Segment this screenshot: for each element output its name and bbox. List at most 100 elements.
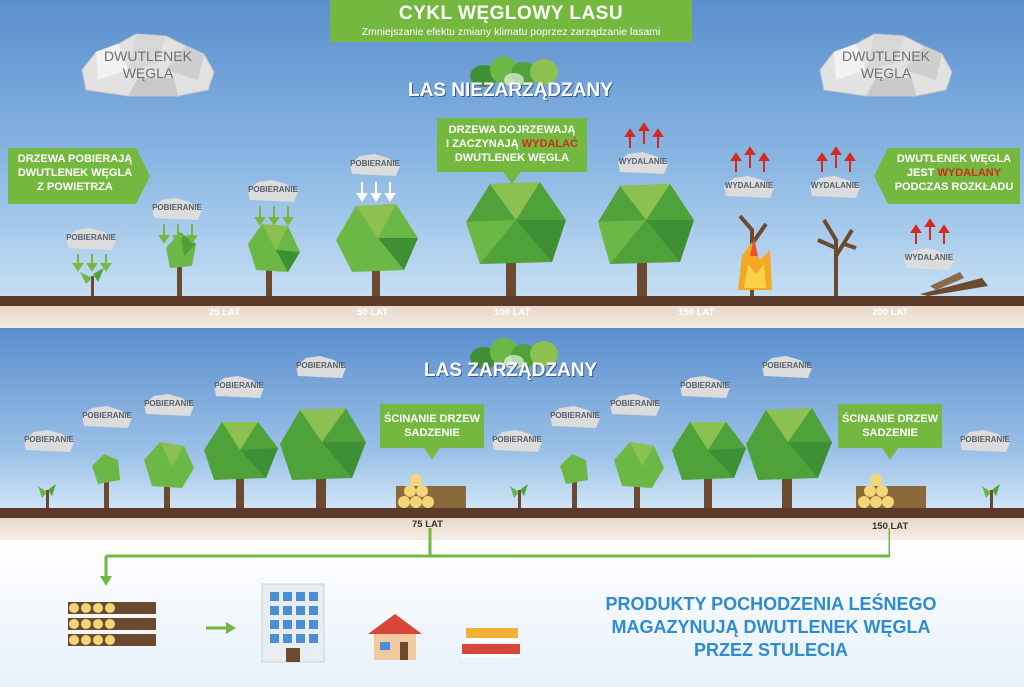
- cloud-left-line-1: DWUTLENEK: [104, 48, 192, 64]
- log-pile-icon: [856, 474, 926, 508]
- title-banner: CYKL WĘGLOWY LASU Zmniejszanie efektu zm…: [330, 0, 692, 42]
- cloud-icon: [24, 430, 74, 452]
- managed-forest-title: LAS ZARZĄDZANY: [424, 360, 598, 381]
- growing-tree-icon: [672, 422, 746, 508]
- managed-intake-cloud-8: POBIERANIE: [608, 392, 662, 423]
- harvest-info-text-1: ŚCINANIE DRZEW SADZENIE: [384, 413, 480, 439]
- sapling-icon: [510, 484, 528, 508]
- harvest-arrow-box-2: [838, 404, 942, 460]
- info-arrow-box-center: [437, 118, 587, 184]
- dead-tree-icon: [817, 218, 857, 296]
- forest-cluster-icon: [470, 56, 558, 87]
- release-cloud-4: WYDALANIE: [902, 246, 956, 277]
- year-label-150: 150 LAT: [678, 307, 715, 318]
- year-label-100: 100 LAT: [494, 307, 531, 318]
- products-connector: [100, 528, 890, 586]
- year-label-200: 200 LAT: [872, 307, 909, 318]
- forest-cluster-icon: [470, 338, 558, 369]
- cloud-icon: [610, 394, 660, 416]
- mature-tree-icon: [280, 408, 366, 508]
- page-title: CYKL WĘGLOWY LASU: [398, 3, 624, 24]
- cloud-icon: [248, 180, 298, 202]
- products-statement: PRODUKTY POCHODZENIA LEŚNEGO MAGAZYNUJĄ …: [588, 593, 954, 662]
- sapling-icon: [80, 268, 104, 296]
- cloud-icon: [550, 406, 600, 428]
- cloud-right-line-2: WĘGLA: [860, 65, 912, 81]
- managed-intake-cloud-5: POBIERANIE: [294, 354, 348, 385]
- growing-tree-icon: [336, 204, 418, 296]
- info-arrow-box-left: [8, 148, 150, 204]
- burning-tree-icon: [738, 214, 772, 296]
- cloud-icon: [904, 248, 954, 270]
- cloud-icon: [144, 394, 194, 416]
- harvest-info-text-2: ŚCINANIE DRZEW SADZENIE: [842, 413, 938, 439]
- carbon-dioxide-cloud-left: DWUTLENEK WĘGLA: [78, 30, 218, 100]
- managed-intake-cloud-10: POBIERANIE: [760, 354, 814, 385]
- release-cloud-1: WYDALANIE: [616, 150, 670, 181]
- managed-intake-cloud-6: POBIERANIE: [490, 428, 544, 459]
- release-cloud-3: WYDALANIE: [808, 174, 862, 205]
- managed-ground-strip: [0, 518, 1024, 540]
- small-tree-icon: [560, 454, 588, 508]
- maturity-info-text: DRZEWA DOJRZEWAJĄ I ZACZYNAJĄ WYDALAĆ DW…: [446, 124, 578, 164]
- books-icon: [462, 628, 520, 658]
- cloud-icon: [618, 152, 668, 174]
- release-arrows: [624, 122, 950, 244]
- intake-cloud-3: POBIERANIE: [246, 178, 300, 209]
- year-label-25: 25 LAT: [209, 307, 240, 318]
- growing-tree-icon: [204, 422, 278, 508]
- unmanaged-ground-strip: [0, 306, 1024, 328]
- sapling-icon: [982, 484, 1000, 508]
- rock-cloud-icon: [819, 33, 953, 97]
- intake-cloud-2: POBIERANIE: [150, 196, 204, 227]
- intake-cloud-1: POBIERANIE: [64, 226, 118, 257]
- cloud-icon: [296, 356, 346, 378]
- arrow-right-icon: [206, 622, 236, 634]
- small-tree-icon: [166, 232, 196, 296]
- managed-intake-cloud-2: POBIERANIE: [80, 404, 134, 435]
- page-subtitle: Zmniejszanie efektu zmiany klimatu poprz…: [361, 26, 661, 38]
- cloud-icon: [810, 176, 860, 198]
- cloud-icon: [724, 176, 774, 198]
- cloud-icon: [680, 376, 730, 398]
- mature-tree-icon: [466, 182, 566, 296]
- cloud-icon: [350, 154, 400, 176]
- managed-trees: [38, 408, 1000, 508]
- sapling-icon: [38, 484, 56, 508]
- products-line-2: MAGAZYNUJĄ DWUTLENEK WĘGLA: [611, 617, 931, 637]
- intake-arrows: [72, 182, 396, 272]
- cloud-icon: [82, 406, 132, 428]
- intake-cloud-4: POBIERANIE: [348, 152, 402, 183]
- building-icon: [261, 583, 325, 663]
- info-arrow-box-right: [874, 148, 1020, 204]
- small-tree-icon: [92, 454, 120, 508]
- year-label-150-managed: 150 LAT: [872, 521, 909, 532]
- managed-intake-cloud-9: POBIERANIE: [678, 374, 732, 405]
- cloud-right-line-1: DWUTLENEK: [842, 48, 930, 64]
- harvest-arrow-box-1: [380, 404, 484, 460]
- unmanaged-ground: [0, 296, 1024, 306]
- year-label-50: 50 LAT: [357, 307, 388, 318]
- young-tree-icon: [614, 442, 664, 508]
- mature-tree-icon: [746, 408, 832, 508]
- old-tree-icon: [598, 184, 694, 296]
- managed-intake-cloud-4: POBIERANIE: [212, 374, 266, 405]
- products-area: [0, 540, 1024, 687]
- log-pile-icon: [396, 474, 466, 508]
- cloud-icon: [762, 356, 812, 378]
- managed-intake-cloud-3: POBIERANIE: [142, 392, 196, 423]
- managed-intake-cloud-7: POBIERANIE: [548, 404, 602, 435]
- managed-intake-cloud-1: POBIERANIE: [22, 428, 76, 459]
- cloud-icon: [152, 198, 202, 220]
- unmanaged-forest-title: LAS NIEZARZĄDZANY: [408, 80, 613, 101]
- managed-ground: [0, 508, 1024, 518]
- managed-intake-cloud-11: POBIERANIE: [958, 428, 1012, 459]
- young-tree-icon: [144, 442, 194, 508]
- unmanaged-trees: [80, 182, 988, 296]
- timber-stack-icon: [68, 602, 156, 646]
- young-tree-icon: [248, 224, 300, 296]
- house-icon: [368, 614, 422, 660]
- products-line-1: PRODUKTY POCHODZENIA LEŚNEGO: [605, 594, 937, 614]
- decay-info-text: DWUTLENEK WĘGLA JEST WYDALANY PODCZAS RO…: [894, 153, 1014, 193]
- release-cloud-2: WYDALANIE: [722, 174, 776, 205]
